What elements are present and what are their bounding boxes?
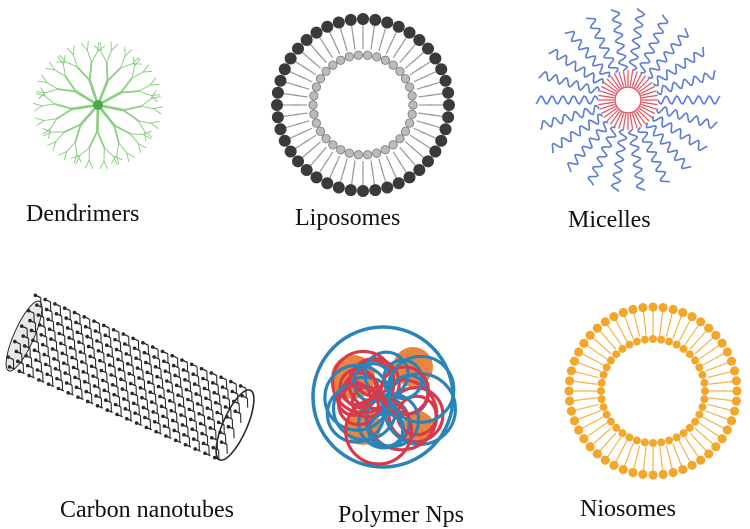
micelle-illustration xyxy=(535,7,721,193)
label-liposomes: Liposomes xyxy=(295,205,401,231)
polymer-np-illustration xyxy=(311,325,458,469)
label-carbon-nanotubes: Carbon nanotubes xyxy=(60,497,234,523)
label-polymer-nps: Polymer Nps xyxy=(338,502,464,528)
liposome-illustration xyxy=(271,13,455,197)
label-micelles: Micelles xyxy=(568,207,651,233)
label-niosomes: Niosomes xyxy=(580,496,676,522)
niosome-illustration xyxy=(564,302,742,480)
carbon-nanotube-illustration xyxy=(5,293,255,461)
label-dendrimers: Dendrimers xyxy=(26,201,140,227)
dendrimer-illustration xyxy=(33,40,163,170)
